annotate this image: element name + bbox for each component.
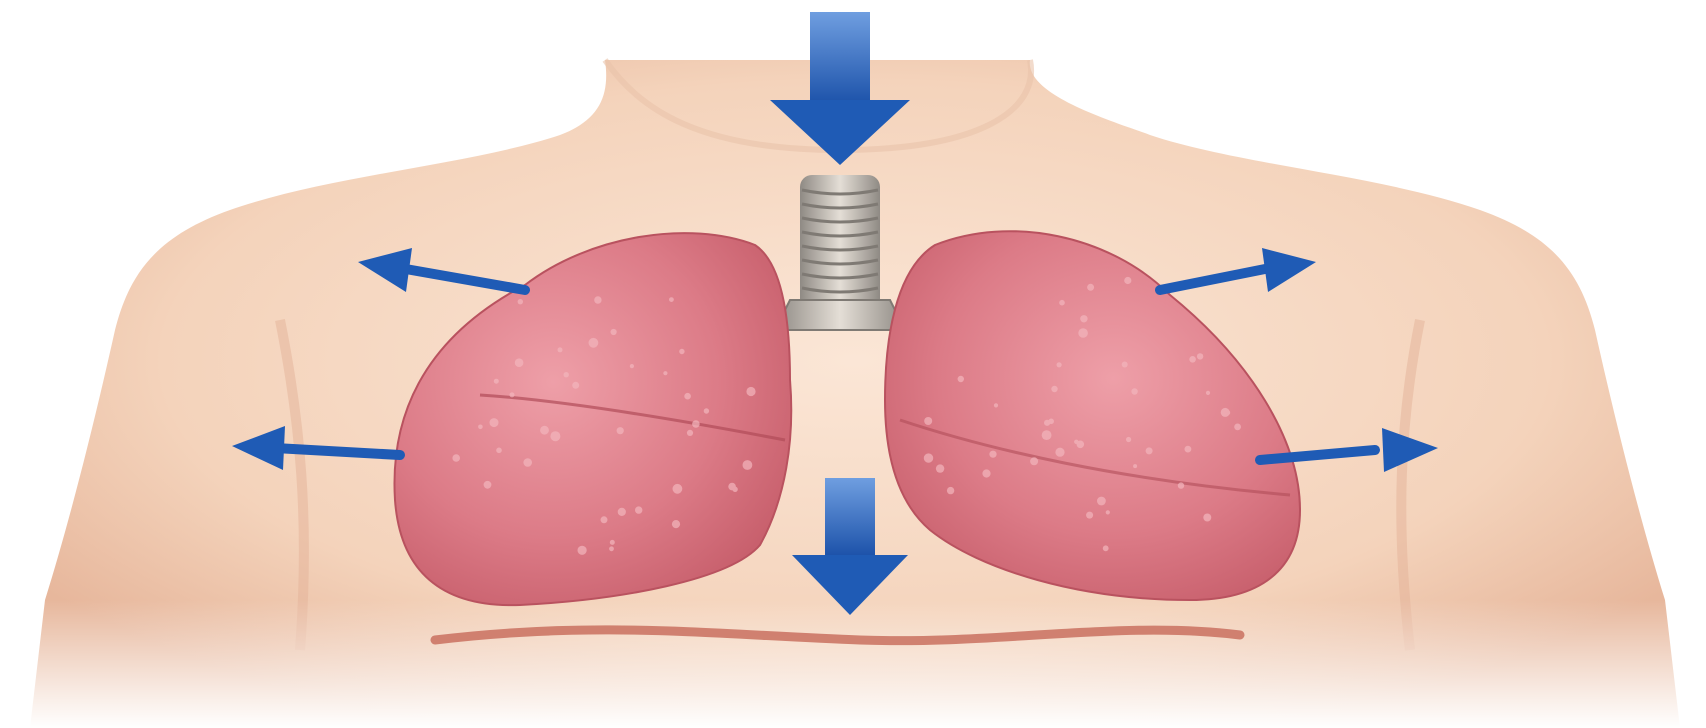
lung-speckle [1044,420,1050,426]
lung-speckle [1133,464,1137,468]
lung-speckle [1042,430,1052,440]
lung-speckle [1185,446,1192,453]
lung-speckle [1078,328,1088,338]
lung-speckle [1206,391,1210,395]
lung-speckle [578,546,587,555]
lung-speckle [1122,362,1128,368]
lung-speckle [936,464,944,472]
lung-speckle [550,431,560,441]
lung-speckle [1080,315,1087,322]
lung-speckle [496,448,502,454]
lung-speckle [484,481,492,489]
lung-speckle [673,484,683,494]
lung-speckle [572,382,579,389]
lung-speckle [618,508,626,516]
lung-speckle [958,376,964,382]
lung-speckle [1097,497,1106,506]
lung-speckle [989,451,996,458]
lung-speckle [1146,447,1153,454]
lung-speckle [669,297,674,302]
lung-speckle [589,338,599,348]
lung-speckle [518,299,523,304]
lung-speckle [1051,386,1057,392]
lung-speckle [704,408,709,413]
lung-speckle [994,403,998,407]
lung-speckle [594,296,601,303]
lung-speckle [679,349,684,354]
lung-speckle [1124,277,1131,284]
lung-speckle [924,453,933,462]
lung-speckle [1055,448,1064,457]
lung-speckle [947,487,954,494]
lung-speckle [732,487,737,492]
lung-speckle [924,417,932,425]
lung-speckle [523,458,532,467]
lung-speckle [1103,545,1109,551]
lung-speckle [1106,510,1110,514]
lung-speckle [452,454,460,462]
lung-speckle [478,425,483,430]
lung-speckle [743,460,753,470]
lung-speckle [1059,300,1065,306]
lung-speckle [687,430,693,436]
lung-speckle [610,540,615,545]
lung-speckle [1225,410,1230,415]
lung-speckle [746,387,755,396]
lung-speckle [1178,482,1184,488]
lung-speckle [1203,514,1211,522]
lung-speckle [1057,362,1062,367]
lung-speckle [684,393,691,400]
lung-speckle [1086,512,1093,519]
bronchi [775,300,905,330]
lung-speckle [564,372,569,377]
bottom-fade [0,600,1706,728]
lung-speckle [609,546,614,551]
lung-speckle [540,426,549,435]
torso [0,60,1706,728]
lung-speckle [672,520,680,528]
lung-speckle [490,418,499,427]
lung-speckle [1234,424,1241,431]
lung-speckle [1131,388,1137,394]
lung-speckle [1197,353,1203,359]
lung-speckle [1030,457,1038,465]
lung-speckle [617,427,624,434]
lung-speckle [692,420,700,428]
lung-speckle [1087,284,1094,291]
lung-speckle [630,364,634,368]
lung-speckle [558,347,563,352]
lung-speckle [601,516,608,523]
lung-speckle [1126,437,1131,442]
lung-speckle [510,392,515,397]
lung-speckle [494,379,499,384]
lung-speckle [663,371,667,375]
lung-speckle [982,469,990,477]
lung-speckle [1074,440,1078,444]
lung-speckle [515,358,524,367]
lung-speckle [635,506,642,513]
lung-speckle [1189,356,1196,363]
lung-speckle [611,329,617,335]
